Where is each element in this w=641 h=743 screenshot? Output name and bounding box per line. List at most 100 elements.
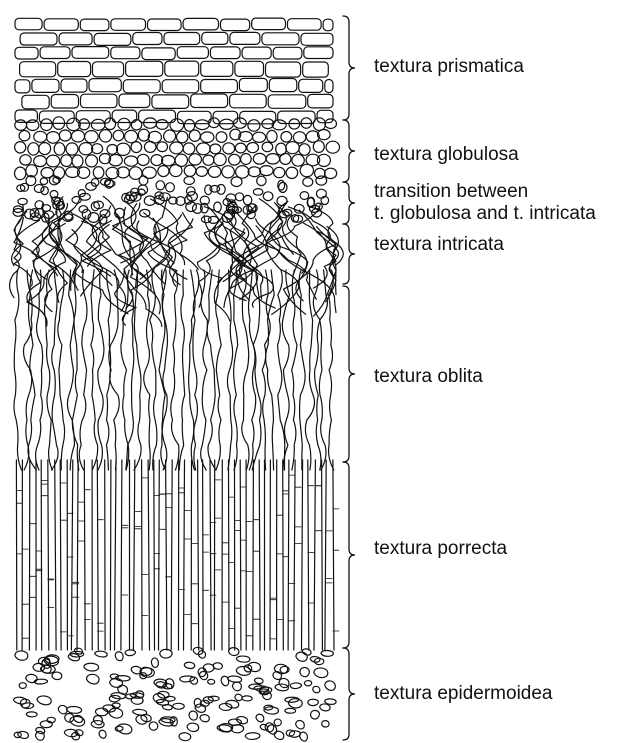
globose-cell — [229, 154, 241, 165]
globose-cell — [113, 130, 124, 141]
globose-cell — [158, 166, 169, 177]
globose-cell — [196, 167, 207, 177]
prismatic-cell — [40, 47, 70, 59]
epidermoid-cell — [228, 676, 242, 682]
epidermoid-cell — [248, 662, 261, 671]
prismatic-cell — [123, 80, 160, 93]
transition-cell — [253, 189, 262, 196]
globose-cell — [170, 142, 183, 154]
epidermoid-cell — [313, 686, 320, 692]
oblite-hypha — [292, 270, 297, 470]
globose-cell — [184, 165, 196, 176]
transition-cell — [257, 176, 266, 185]
transition-cell — [279, 182, 287, 192]
epidermoid-cell — [58, 705, 67, 713]
prismatic-cell — [142, 48, 175, 60]
layer-braces — [343, 16, 355, 740]
transition-cell — [91, 202, 99, 211]
porrect-hypha — [210, 460, 211, 650]
prismatic-cell — [273, 47, 302, 59]
epidermoid-cell — [321, 650, 333, 656]
label-transition: transition between t. globulosa and t. i… — [374, 181, 596, 225]
label-textura-epidermoidea: textura epidermoidea — [374, 683, 553, 705]
prismatic-cell — [15, 18, 42, 30]
globose-cell — [170, 165, 182, 177]
epidermoid-cell — [305, 681, 312, 686]
epidermoid-cell — [235, 694, 242, 700]
porrect-hypha — [314, 460, 315, 650]
epidermoid-cell — [26, 674, 37, 682]
prismatic-cell — [240, 111, 276, 123]
porrect-hypha — [55, 460, 56, 650]
globose-cell — [203, 155, 214, 165]
epidermoid-cell — [325, 681, 336, 691]
transition-cell — [235, 193, 243, 201]
tissue-drawing — [10, 18, 344, 741]
prismatic-cell — [191, 94, 228, 108]
globose-cell — [79, 143, 93, 155]
globose-cell — [272, 120, 286, 130]
epidermoid-cell — [245, 733, 260, 740]
globose-cell — [326, 141, 339, 153]
oblite-hypha — [36, 270, 43, 470]
prismatic-cell — [183, 18, 218, 30]
epidermoid-cell — [264, 707, 279, 714]
epidermoid-cell — [308, 699, 319, 705]
epidermoid-cell — [15, 651, 28, 660]
porrect-hypha — [294, 460, 295, 650]
intricata-hyphae — [10, 196, 344, 326]
globose-cell — [19, 131, 30, 141]
prismatic-cell — [266, 62, 301, 77]
epidermoid-cell — [99, 730, 106, 738]
label-textura-intricata: textura intricata — [374, 234, 504, 256]
epidermoid-cell — [200, 715, 209, 722]
prismatic-cell — [148, 19, 182, 31]
porrect-hypha — [240, 460, 241, 650]
porrect-hypha — [48, 460, 49, 650]
prismatic-cell — [22, 95, 49, 109]
porrect-hypha — [71, 460, 72, 650]
epidermoid-cell — [260, 724, 267, 730]
epidermoid-cell — [187, 723, 199, 731]
intricate-hypha — [209, 214, 245, 266]
transition-cell — [166, 183, 175, 192]
globose-cell — [293, 132, 305, 143]
layer-brace — [343, 120, 355, 182]
transition-cell — [317, 189, 327, 198]
globose-cell — [266, 154, 279, 164]
label-textura-oblita: textura oblita — [374, 366, 483, 388]
epidermoid-cell — [95, 651, 108, 657]
globose-cell — [189, 130, 200, 141]
transition-cell — [34, 185, 44, 193]
intricate-hypha — [144, 213, 198, 270]
globose-cell — [299, 144, 310, 156]
globose-cell — [286, 167, 298, 178]
globose-cell — [41, 119, 53, 131]
epidermoid-cell — [52, 672, 62, 680]
prismatic-cell — [20, 62, 56, 77]
globose-cell — [47, 132, 60, 144]
globose-cell — [131, 120, 141, 130]
layer-brace — [343, 648, 355, 740]
epidermoid-cell — [173, 703, 185, 709]
oblite-hypha — [179, 270, 184, 470]
globose-cell — [216, 132, 227, 143]
epidermoid-cell — [296, 652, 307, 661]
prismatic-cell — [162, 80, 199, 93]
globose-cell — [59, 130, 71, 141]
epidermoid-cell — [40, 721, 52, 728]
oblite-hypha — [313, 270, 321, 470]
globose-cell — [91, 119, 105, 130]
globose-cell — [313, 118, 325, 131]
porrect-hypha — [171, 460, 172, 650]
prismatic-cell — [269, 79, 297, 92]
porrect-hypha — [302, 460, 303, 650]
prismatic-cell — [301, 33, 333, 45]
epidermoid-cell — [179, 733, 191, 741]
epidermoid-cell — [265, 723, 274, 732]
epidermoid-cell — [95, 708, 108, 716]
epidermoid-cell — [151, 658, 158, 668]
label-textura-prismatica: textura prismatica — [374, 56, 524, 78]
globose-cell — [156, 120, 168, 130]
prismatic-cell — [93, 62, 124, 77]
